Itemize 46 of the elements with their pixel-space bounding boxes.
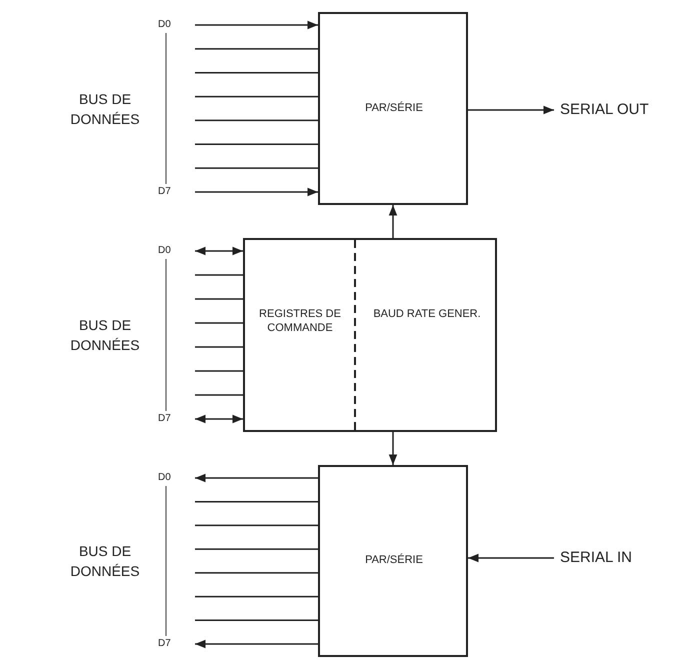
bus-line <box>195 96 318 98</box>
block-box <box>318 465 468 657</box>
bus-label: BUS DE DONNÉES <box>69 316 141 355</box>
bus-label: BUS DE DONNÉES <box>69 90 141 128</box>
pin-label: D7 <box>158 186 171 197</box>
bus-line <box>195 572 318 574</box>
pin-label: D7 <box>158 638 171 649</box>
arrow <box>195 414 243 424</box>
bus-line <box>195 500 318 502</box>
bus-line <box>195 298 243 300</box>
pin-label: D0 <box>158 472 171 483</box>
bus-line <box>195 524 318 526</box>
bus-line <box>195 370 243 372</box>
bus-line <box>195 596 318 598</box>
bus-line <box>195 144 318 146</box>
block-label: PAR/SÉRIE <box>364 553 424 567</box>
bus-line <box>195 120 318 122</box>
bus-line <box>195 72 318 74</box>
bus-line <box>195 322 243 324</box>
block-box <box>243 238 497 432</box>
pin-label: D0 <box>158 245 171 256</box>
block-box <box>318 12 468 205</box>
signal-label: SERIAL OUT <box>560 100 649 120</box>
block-label: BAUD RATE GENER. <box>372 307 482 321</box>
bus-line <box>195 346 243 348</box>
pin-label: D7 <box>158 413 171 424</box>
arrow <box>468 554 554 562</box>
arrow <box>195 640 318 648</box>
block-label: REGISTRES DE COMMANDE <box>258 307 342 335</box>
arrow <box>468 106 554 114</box>
bus-line <box>195 48 318 50</box>
bus-label: BUS DE DONNÉES <box>69 542 141 581</box>
arrow <box>195 20 318 30</box>
bus-line <box>195 167 318 169</box>
arrow <box>388 432 398 465</box>
bus-line <box>195 548 318 550</box>
pin-label: D0 <box>158 19 171 30</box>
bus-line <box>195 620 318 622</box>
signal-label: SERIAL IN <box>560 548 632 568</box>
arrow <box>195 246 243 256</box>
bus-line <box>195 274 243 276</box>
arrow <box>388 205 398 238</box>
bus-line <box>195 394 243 396</box>
arrow <box>195 188 318 196</box>
block-label: PAR/SÉRIE <box>364 100 424 114</box>
arrow <box>195 474 318 482</box>
